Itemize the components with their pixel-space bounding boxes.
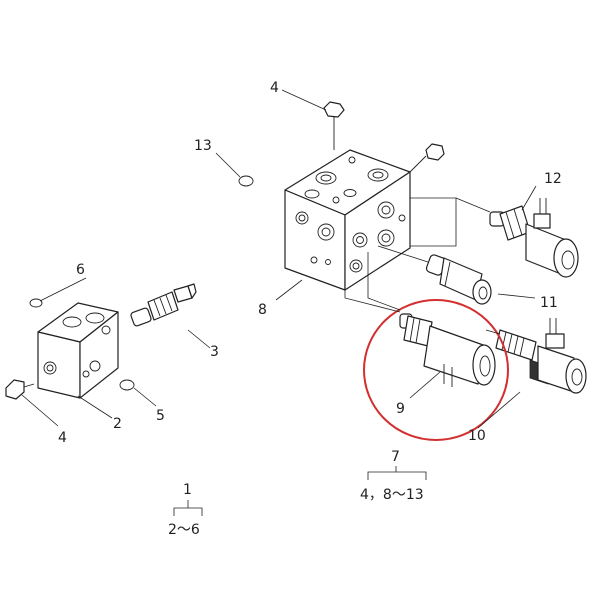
label-part-2: 2 xyxy=(113,416,122,432)
group-1-range: 2～6 xyxy=(168,522,200,538)
part-4-plug-top xyxy=(323,101,345,150)
highlight-circle xyxy=(363,299,509,441)
label-part-6: 6 xyxy=(76,262,85,278)
group-7-callout: 7 4，8～13 xyxy=(360,449,427,503)
part-5-o-ring xyxy=(119,379,135,391)
part-13-o-ring xyxy=(238,175,254,187)
part-9-solenoid-valve xyxy=(399,313,496,387)
label-part-13: 13 xyxy=(194,138,212,154)
label-part-10: 10 xyxy=(468,428,486,444)
label-part-4-top: 4 xyxy=(270,80,279,96)
label-group-1: 1 xyxy=(183,482,192,498)
label-part-4-left: 4 xyxy=(58,430,67,446)
label-group-7: 7 xyxy=(391,449,400,465)
assembly-lines xyxy=(344,197,501,335)
label-part-9: 9 xyxy=(396,401,405,417)
part-12-solenoid-valve xyxy=(489,198,579,278)
part-2-valve-block xyxy=(37,302,119,399)
leader-lines xyxy=(21,89,537,429)
manifold-plug-right xyxy=(409,143,445,173)
group-7-range: 4，8～13 xyxy=(360,487,424,503)
part-6-o-ring xyxy=(29,298,43,308)
part-4-plug-left xyxy=(5,379,35,400)
label-part-12: 12 xyxy=(544,171,562,187)
part-10-solenoid-valve xyxy=(495,318,587,394)
part-8-manifold-block xyxy=(284,149,411,291)
group-1-callout: 1 2～6 xyxy=(168,482,203,538)
label-part-3: 3 xyxy=(210,344,219,360)
label-part-8: 8 xyxy=(258,302,267,318)
part-11-cartridge-valve xyxy=(425,254,492,305)
label-part-11: 11 xyxy=(540,295,558,311)
part-3-cartridge-valve xyxy=(130,283,197,327)
label-part-5: 5 xyxy=(156,408,165,424)
